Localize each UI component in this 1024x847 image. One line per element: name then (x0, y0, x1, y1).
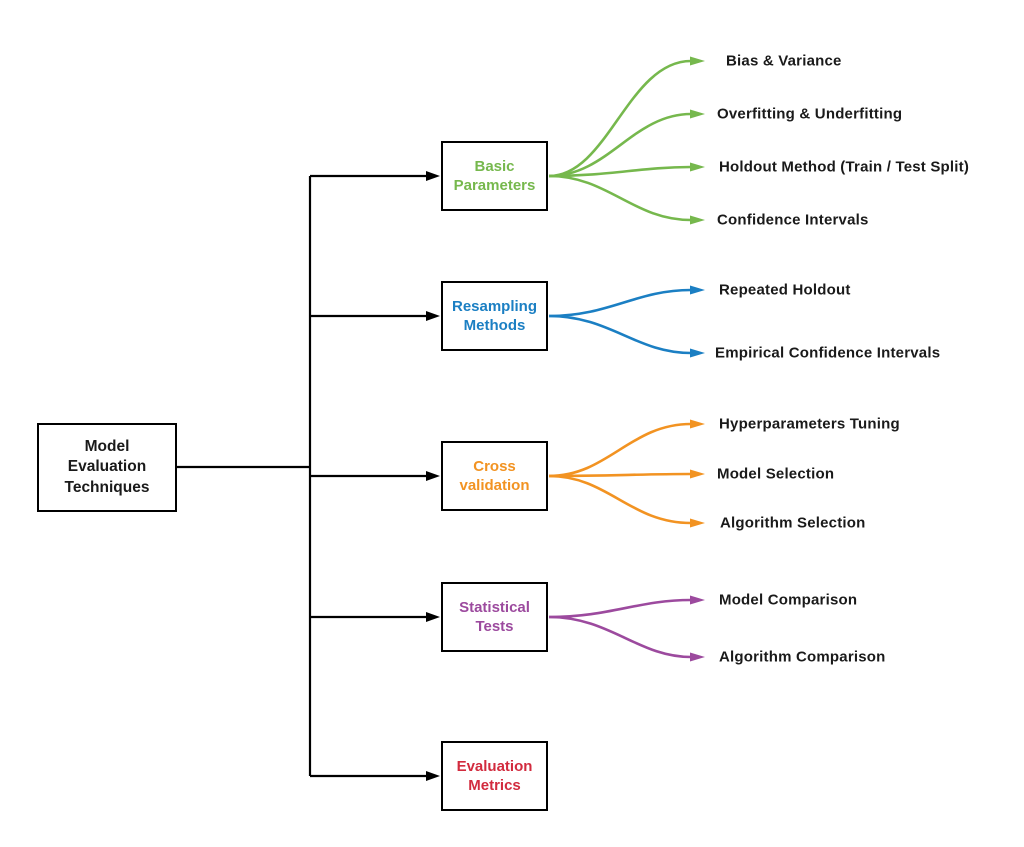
statistical-tests-curves (548, 595, 705, 662)
leaf-confidence-intervals: Confidence Intervals (717, 211, 869, 229)
curve-holdout-method (548, 162, 705, 178)
leaf-model-selection: Model Selection (717, 465, 835, 483)
curve-model-comparison (548, 595, 705, 619)
cross-validation-curves (548, 419, 705, 528)
curve-bias-variance (548, 56, 705, 178)
branch-node-label: Resampling Methods (451, 297, 538, 335)
leaf-hyperparameters-tuning: Hyperparameters Tuning (719, 415, 900, 433)
branch-node-label: Basic Parameters (453, 157, 536, 195)
branch-node-label: Cross validation (459, 457, 530, 495)
leaf-overfitting-underfitting: Overfitting & Underfitting (717, 105, 903, 123)
basic-parameters-curves (548, 56, 705, 225)
branch-node-label: Evaluation Metrics (456, 757, 533, 795)
leaf-holdout-method: Holdout Method (Train / Test Split) (719, 158, 970, 176)
curve-overfitting-underfitting (548, 109, 705, 178)
node-cross-validation: Cross validation (441, 441, 548, 511)
leaf-algorithm-selection: Algorithm Selection (720, 514, 866, 532)
curve-empirical-confidence-intervals (548, 314, 705, 358)
node-statistical-tests: Statistical Tests (441, 582, 548, 652)
node-evaluation-metrics: Evaluation Metrics (441, 741, 548, 811)
curve-repeated-holdout (548, 285, 705, 318)
leaf-bias-variance: Bias & Variance (726, 52, 842, 70)
curve-hyperparameters-tuning (548, 419, 705, 478)
node-resampling-methods: Resampling Methods (441, 281, 548, 351)
resampling-methods-curves (548, 285, 705, 358)
leaf-algorithm-comparison: Algorithm Comparison (719, 648, 886, 666)
node-basic-parameters: Basic Parameters (441, 141, 548, 211)
root-node-label: Model Evaluation Techniques (64, 438, 150, 496)
trunk-connectors (177, 171, 440, 781)
leaf-repeated-holdout: Repeated Holdout (719, 281, 851, 299)
leaf-empirical-confidence-intervals: Empirical Confidence Intervals (715, 344, 941, 362)
leaf-model-comparison: Model Comparison (719, 591, 858, 609)
curve-algorithm-selection (548, 474, 705, 528)
curve-model-selection (548, 469, 705, 479)
curve-algorithm-comparison (548, 615, 705, 662)
node-model-evaluation-techniques: Model Evaluation Techniques (37, 423, 177, 512)
curve-confidence-intervals (548, 174, 705, 225)
branch-node-label: Statistical Tests (459, 598, 530, 636)
